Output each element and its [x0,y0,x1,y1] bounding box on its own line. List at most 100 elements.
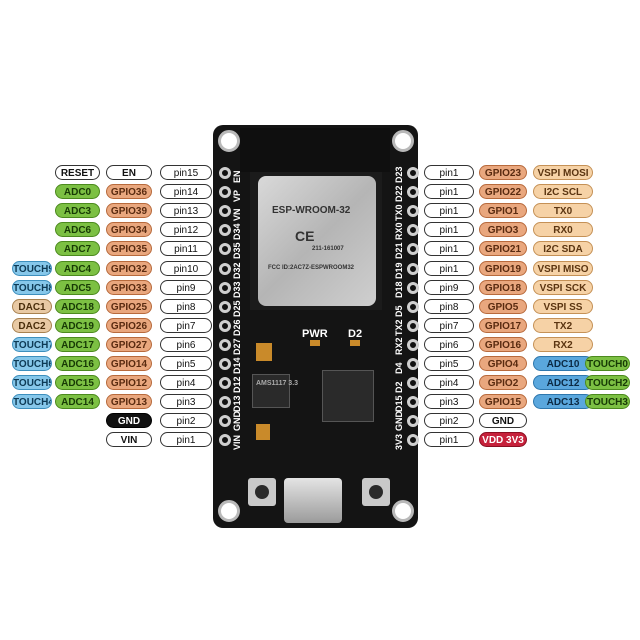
pin-function-label: GPIO5 [479,299,527,314]
pin-function-label: GPIO25 [106,299,152,314]
header-silk-label: D13 [232,395,242,412]
header-silk-label: D22 [394,185,404,202]
module-shield [258,176,376,306]
pin-function-label: RX2 [533,337,593,352]
led [310,340,320,346]
pin-number-label: pin2 [160,413,212,428]
header-pad [219,415,231,427]
pin-function-label: ADC5 [55,280,100,295]
pin-function-label: TOUCH5 [12,375,52,390]
header-pad [219,339,231,351]
header-pad [219,243,231,255]
pin-function-label: VSPI MISO [533,261,593,276]
pin-number-label: pin3 [160,394,212,409]
pin-number-label: pin2 [424,413,474,428]
pin-function-label: GPIO35 [106,241,152,256]
pin-function-label: GPIO19 [479,261,527,276]
header-pad [407,320,419,332]
pin-number-label: pin1 [424,241,474,256]
header-silk-label: D23 [394,166,404,183]
capacitor [256,424,270,440]
mount-hole-bottom-left [218,500,240,522]
pin-function-label: VDD 3V3 [479,432,527,447]
usb-uart-chip [322,370,374,422]
en-button[interactable] [248,478,276,506]
ce-mark: CE [295,228,315,244]
mount-hole-bottom-right [392,500,414,522]
pin-function-label: VSPI MOSI [533,165,593,180]
header-silk-label: TX0 [394,204,404,221]
header-silk-label: RX0 [394,222,404,240]
pin-function-label: GPIO17 [479,318,527,333]
pin-function-label: TOUCH3 [585,394,630,409]
pin-number-label: pin6 [424,337,474,352]
header-silk-label: D21 [394,242,404,259]
pin-function-label: ADC18 [55,299,100,314]
header-silk-label: D25 [232,300,242,317]
boot-button[interactable] [362,478,390,506]
pin-number-label: pin1 [424,184,474,199]
header-silk-label: D14 [232,357,242,374]
pin-function-label: GPIO36 [106,184,152,199]
header-silk-label: D4 [394,362,404,374]
pin-function-label: GPIO39 [106,203,152,218]
header-silk-label: RX2 [394,337,404,355]
pin-number-label: pin1 [424,165,474,180]
pin-number-label: pin1 [424,261,474,276]
header-silk-label: D5 [394,305,404,317]
pin-number-label: pin9 [160,280,212,295]
header-pad [219,377,231,389]
header-pad [407,186,419,198]
pin-function-label: ADC4 [55,261,100,276]
header-silk-label: EN [232,170,242,183]
pin-function-label: ADC12 [533,375,593,390]
header-pad [219,167,231,179]
header-pad [407,415,419,427]
header-pad [219,282,231,294]
pin-number-label: pin5 [160,356,212,371]
pin-number-label: pin7 [160,318,212,333]
pin-number-label: pin8 [160,299,212,314]
pin-function-label: GND [106,413,152,428]
pin-function-label: DAC2 [12,318,52,333]
pin-function-label: RX0 [533,222,593,237]
pin-function-label: GPIO27 [106,337,152,352]
voltage-regulator [252,374,290,408]
pin-function-label: ADC3 [55,203,100,218]
pin-function-label: GPIO14 [106,356,152,371]
pin-function-label: GPIO33 [106,280,152,295]
header-pad [219,434,231,446]
pin-function-label: GPIO23 [479,165,527,180]
header-silk-label: GND [394,411,404,431]
header-pad [219,358,231,370]
pin-number-label: pin11 [160,241,212,256]
pin-function-label: RESET [55,165,100,180]
pin-function-label: GPIO3 [479,222,527,237]
pin-function-label: GPIO12 [106,375,152,390]
pin-function-label: GPIO2 [479,375,527,390]
pin-function-label: GND [479,413,527,428]
pin-function-label: GPIO18 [479,280,527,295]
header-pad [407,224,419,236]
pin-number-label: pin10 [160,261,212,276]
pin-function-label: EN [106,165,152,180]
header-silk-label: D15 [394,395,404,412]
pin-function-label: TOUCH2 [585,375,630,390]
header-pad [407,377,419,389]
pin-function-label: ADC17 [55,337,100,352]
header-pad [407,167,419,179]
pin-number-label: pin3 [424,394,474,409]
pin-function-label: VIN [106,432,152,447]
header-pad [407,301,419,313]
pin-function-label: TOUCH7 [12,337,52,352]
pin-function-label: TOUCH9 [12,261,52,276]
usb-c-port[interactable] [284,478,342,523]
regulator-label: AMS1117 3.3 [256,380,299,387]
pin-number-label: pin7 [424,318,474,333]
pin-function-label: ADC16 [55,356,100,371]
pin-function-label: TOUCH8 [12,280,52,295]
header-silk-label: 3V3 [394,433,404,450]
module-cert-text: 211-161007 [312,246,344,252]
header-pad [219,396,231,408]
